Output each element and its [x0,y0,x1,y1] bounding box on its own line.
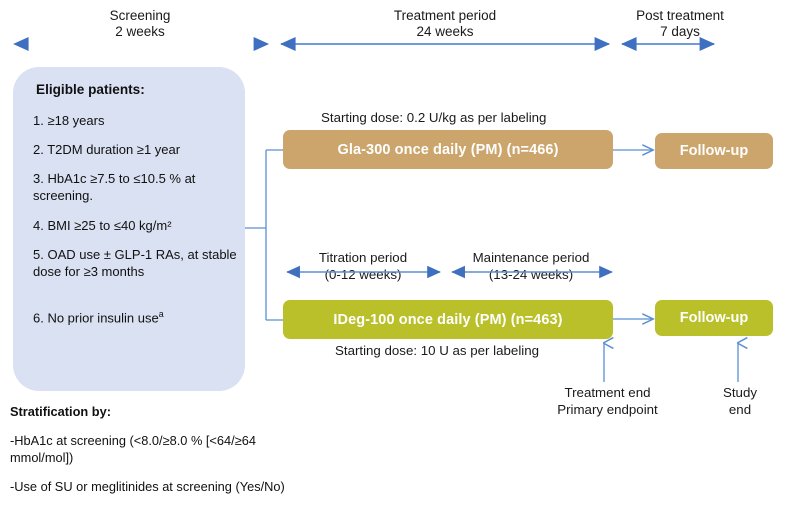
callout-study-end-line2: end [728,402,752,417]
callout-treatment-end-line1: Treatment end [564,385,651,400]
period-title-maintenance: Maintenance period [472,250,590,265]
arm-label-gla-300: Gla-300 once daily (PM) (n=466) [337,141,559,158]
timeline-duration-treatment: 24 weeks [416,24,474,39]
criterion-4: 4. BMI ≥25 to ≤40 kg/m² [33,218,172,233]
timeline-label-post-treatment: Post treatment 7 days [600,8,760,40]
period-range-maintenance: (13-24 weeks) [488,267,574,282]
dose-caption-ideg: Starting dose: 10 U as per labeling [335,343,540,358]
dose-caption-gla: Starting dose: 0.2 U/kg as per labeling [321,110,547,125]
period-range-titration: (0-12 weeks) [324,267,402,282]
criterion-6-footnote-marker: a [158,309,164,319]
criterion-3: 3. HbA1c ≥7.5 to ≤10.5 % at screening. [33,171,196,203]
randomisation-connector [245,149,283,321]
followup-label-gla-300: Follow-up [679,143,749,159]
timeline-title-treatment: Treatment period [393,8,497,23]
criterion-6: 6. No prior insulin usea [33,306,233,326]
callout-study-end-line1: Study [722,385,757,400]
period-title-titration: Titration period [318,250,408,265]
callout-treatment-end-line2: Primary endpoint [557,402,658,417]
stratification-item-1: -HbA1c at screening (<8.0/≥8.0 % [<64/≥6… [10,433,256,465]
criterion-5: 5. OAD use ± GLP-1 RAs, at stable dose f… [33,247,237,279]
timeline-duration-post-treatment: 7 days [660,24,700,39]
period-label-titration: Titration period (0-12 weeks) [283,249,443,283]
followup-box-gla-300[interactable]: Follow-up [655,133,773,169]
period-label-maintenance: Maintenance period (13-24 weeks) [447,249,615,283]
followup-label-ideg-100: Follow-up [679,310,749,326]
criterion-1: 1. ≥18 years [33,113,105,128]
stratification-title: Stratification by: [10,404,111,419]
timeline-label-treatment: Treatment period 24 weeks [360,8,530,40]
timeline-title-post-treatment: Post treatment [636,8,724,23]
arm-label-ideg-100: IDeg-100 once daily (PM) (n=463) [333,311,563,328]
arm-box-ideg-100[interactable]: IDeg-100 once daily (PM) (n=463) [283,300,613,339]
criterion-6-text: 6. No prior insulin use [33,310,159,326]
eligible-patients-title: Eligible patients: [36,82,145,97]
timeline-title-screening: Screening [109,8,171,23]
eligible-patients-panel [13,67,245,391]
followup-box-ideg-100[interactable]: Follow-up [655,300,773,336]
arm-box-gla-300[interactable]: Gla-300 once daily (PM) (n=466) [283,130,613,169]
timeline-label-screening: Screening 2 weeks [70,8,210,40]
callout-study-end: Study end [700,384,780,418]
criterion-2: 2. T2DM duration ≥1 year [33,142,181,157]
timeline-duration-screening: 2 weeks [115,24,165,39]
callout-treatment-end: Treatment end Primary endpoint [520,384,695,418]
stratification-item-2: -Use of SU or meglitinides at screening … [10,479,285,494]
